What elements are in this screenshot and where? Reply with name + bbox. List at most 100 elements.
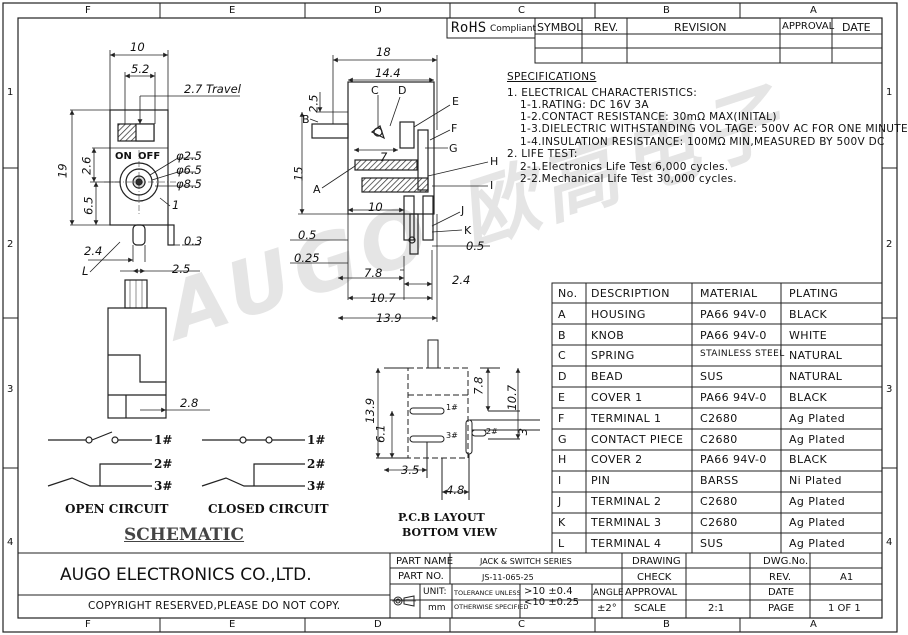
label-off: OFF: [138, 151, 161, 162]
table-cell-plating: NATURAL: [789, 370, 843, 384]
dim-2-5: 2.5: [306, 94, 321, 113]
grid-col-d-bottom: D: [374, 619, 382, 630]
grid-col-f: F: [85, 5, 91, 16]
pin-3: 3#: [446, 431, 458, 440]
grid-row-2: 2: [7, 239, 14, 250]
table-cell-material: C2680: [700, 432, 738, 446]
table-cell-material: SUS: [700, 536, 724, 550]
closed-circuit-label: CLOSED CIRCUIT: [208, 502, 329, 516]
sch-closed-2: 2#: [307, 457, 326, 471]
spec-line: 1-4.INSULATION RESISTANCE: 100MΩ MIN,MEA…: [520, 136, 885, 148]
dim-13-9: 13.9: [376, 311, 402, 325]
part-no-value: JS-11-065-25: [482, 573, 534, 582]
spec-line: 2-1.Electronics Life Test 6,000 cycles.: [520, 161, 729, 173]
rev-date-header: DATE: [842, 21, 871, 34]
grid-col-a-bottom: A: [810, 619, 817, 630]
table-cell-no: G: [558, 432, 567, 446]
table-cell-material: C2680: [700, 411, 738, 425]
spec-line: 2. LIFE TEST:: [507, 148, 578, 160]
dim-13-9: 13.9: [363, 397, 378, 424]
dim-0-25: 0.25: [294, 251, 320, 265]
schematic-title: SCHEMATIC: [124, 525, 245, 545]
table-cell-no: F: [558, 411, 565, 425]
dim-width-10: 10: [130, 40, 145, 54]
grid-col-e: E: [229, 5, 236, 16]
drawing-label: DRAWING: [632, 556, 681, 567]
table-cell-description: KNOB: [591, 328, 625, 342]
rohs-label: RoHS: [451, 20, 487, 36]
grid-row-4: 4: [7, 537, 14, 548]
dim-0-5-right: 0.5: [466, 239, 485, 253]
page-value: 1 OF 1: [828, 603, 861, 614]
table-cell-material: PA66 94V-0: [700, 391, 767, 404]
approval-label: APPROVAL: [625, 587, 678, 598]
rev-approval-header: APPROVAL: [782, 21, 835, 32]
table-cell-plating: BLACK: [789, 391, 828, 404]
label-f: F: [451, 122, 458, 135]
table-cell-description: TERMINAL 1: [591, 411, 662, 425]
scale-label: SCALE: [634, 603, 667, 614]
label-e: E: [452, 95, 459, 108]
table-cell-description: SPRING: [591, 349, 635, 363]
label-l: L: [82, 264, 89, 278]
dim-2-6: 2.6: [79, 156, 94, 175]
grid-col-b: B: [663, 5, 670, 16]
table-cell-plating: Ag Plated: [789, 515, 846, 529]
table-cell-no: D: [558, 370, 567, 384]
tolerance-line1: TOLERANCE UNLESS: [454, 589, 521, 597]
dim-6-1: 6.1: [373, 424, 388, 443]
company-name: AUGO ELECTRONICS CO.,LTD.: [60, 565, 312, 585]
dim-dia-6-5: φ6.5: [176, 163, 202, 177]
sch-open-2: 2#: [154, 457, 173, 471]
spec-line: 1-3.DIELECTRIC WITHSTANDING VOL TAGE: 50…: [520, 123, 908, 135]
table-cell-material: C2680: [700, 495, 738, 508]
spec-line: 1. ELECTRICAL CHARACTERISTICS:: [507, 87, 698, 99]
dim-10-7: 10.7: [505, 384, 520, 411]
sch-closed-1: 1#: [307, 433, 326, 447]
dim-3: 3: [515, 428, 530, 436]
spec-title: SPECIFICATIONS: [507, 71, 597, 83]
rev-value: A1: [840, 572, 854, 583]
rev-label: REV.: [769, 572, 791, 583]
table-cell-description: COVER 2: [591, 453, 643, 467]
unit-value: mm: [428, 603, 446, 613]
table-cell-description: TERMINAL 4: [591, 536, 662, 550]
table-cell-plating: Ni Plated: [789, 474, 842, 488]
dim-10: 10: [368, 200, 383, 214]
scale-value: 2:1: [708, 603, 725, 614]
grid-col-c-bottom: C: [518, 619, 525, 630]
grid-row-3-right: 3: [886, 384, 893, 395]
grid-col-e-bottom: E: [229, 619, 236, 630]
spec-line: 2-2.Mechanical Life Test 30,000 cycles.: [520, 173, 737, 185]
grid-col-b-bottom: B: [663, 619, 670, 630]
label-b: B: [302, 113, 310, 126]
table-cell-description: PIN: [591, 474, 611, 488]
part-name-label: PART NAME: [396, 556, 454, 567]
copyright-notice: COPYRIGHT RESERVED,PLEASE DO NOT COPY.: [88, 600, 341, 612]
dim-dia-8-5: φ8.5: [176, 177, 202, 191]
dim-18: 18: [376, 45, 391, 59]
dim-0-5: 0.5: [298, 228, 317, 242]
dim-10-7: 10.7: [370, 291, 396, 305]
pcb-title: P.C.B LAYOUT: [398, 511, 485, 524]
label-c: C: [371, 84, 379, 97]
label-d: D: [398, 84, 407, 97]
dim-3-5: 3.5: [401, 463, 420, 477]
table-cell-plating: BLACK: [789, 307, 828, 321]
table-cell-description: TERMINAL 3: [591, 515, 662, 529]
grid-row-3: 3: [7, 384, 14, 395]
page-label: PAGE: [768, 603, 795, 614]
angle-value: ±2°: [597, 603, 617, 614]
sch-open-3: 3#: [154, 479, 173, 493]
dim-2-8: 2.8: [180, 396, 199, 410]
table-cell-no: E: [558, 391, 566, 404]
tolerance-a: >10 ±0.4: [524, 586, 573, 597]
table-cell-no: C: [558, 349, 567, 363]
dim-7-8: 7.8: [364, 266, 383, 280]
spec-line: 1-2.CONTACT RESISTANCE: 30mΩ MAX(INITAL): [520, 111, 777, 123]
table-cell-no: L: [558, 536, 565, 550]
label-1: 1: [172, 198, 180, 212]
grid-col-f-bottom: F: [85, 619, 91, 630]
table-cell-no: J: [558, 495, 562, 508]
